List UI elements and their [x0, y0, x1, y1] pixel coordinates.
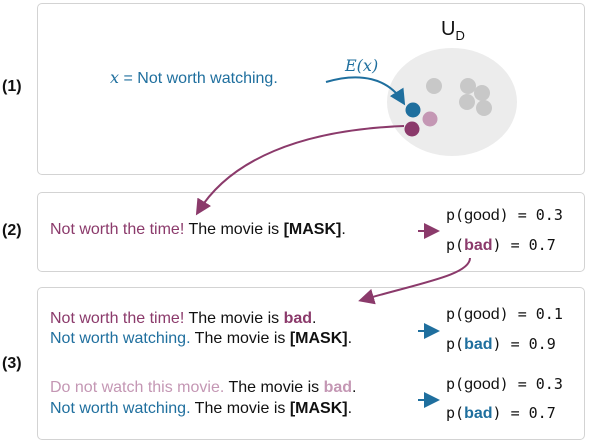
panel-step-2 — [37, 192, 585, 272]
mask-token: [MASK] — [283, 221, 342, 238]
prob-bad-2: p(bad) = 0.7 — [446, 236, 556, 254]
step-label-3: (3) — [2, 355, 22, 372]
encoder-arrow — [325, 76, 406, 106]
embedding-space-label: UD — [441, 18, 465, 43]
input-variable: x — [110, 68, 120, 87]
prob-bad-3a: p(bad) = 0.9 — [446, 335, 556, 353]
query-line-3a: Not worth watching. The movie is [MASK]. — [50, 330, 353, 347]
embedding-point — [426, 78, 442, 94]
query-line-3b: Not worth watching. The movie is [MASK]. — [50, 400, 353, 417]
prompt-line-2: Not worth the time! The movie is [MASK]. — [50, 221, 346, 238]
panel-step-3 — [37, 287, 585, 440]
embedding-space-cluster — [387, 48, 517, 156]
retrieval-arrow — [195, 125, 405, 216]
step-label-1: (1) — [2, 78, 22, 95]
demo-embedding-point-nearest — [404, 121, 420, 137]
step-label-2: (2) — [2, 222, 22, 239]
demo-line-3a: Not worth the time! The movie is bad. — [50, 310, 317, 327]
prob-good-3a: p(good) = 0.1 — [446, 305, 563, 323]
demo-embedding-point-near — [422, 111, 438, 127]
embedding-point — [460, 78, 476, 94]
embedding-point — [476, 100, 492, 116]
demo-answer: bad — [283, 310, 313, 327]
demo-answer: bad — [323, 379, 353, 396]
mask-token: [MASK] — [289, 400, 348, 417]
prob-good-3b: p(good) = 0.3 — [446, 375, 563, 393]
label-transfer-arrow — [358, 257, 471, 305]
prob-good-2: p(good) = 0.3 — [446, 206, 563, 224]
mask-token: [MASK] — [289, 330, 348, 347]
demonstration-text: Not worth the time! — [50, 221, 185, 238]
demo-line-3b: Do not watch this movie. The movie is ba… — [50, 379, 357, 396]
embedding-point — [459, 94, 475, 110]
embedding-point — [474, 85, 490, 101]
input-text: = Not worth watching. — [119, 70, 278, 87]
input-sentence: x = Not worth watching. — [110, 68, 278, 88]
query-embedding-point — [405, 102, 421, 118]
encoder-label: E(x) — [345, 56, 379, 75]
prob-bad-3b: p(bad) = 0.7 — [446, 404, 556, 422]
